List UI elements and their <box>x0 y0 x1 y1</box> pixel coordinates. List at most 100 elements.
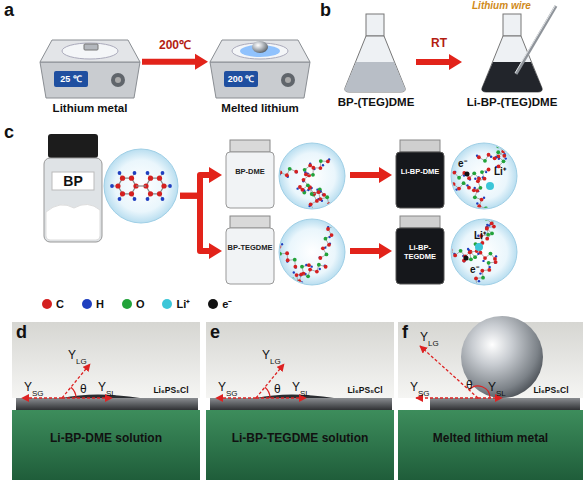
atom <box>308 164 312 168</box>
arrow-head <box>209 167 222 183</box>
atom <box>484 207 488 211</box>
atom <box>315 270 319 274</box>
node-text: 200 ℃ <box>224 71 258 87</box>
atom <box>270 238 274 242</box>
atom <box>467 186 471 190</box>
art-shape <box>400 140 440 152</box>
hydrogen-atom <box>451 183 453 185</box>
tension-subscript: SG <box>32 389 44 398</box>
legend-swatch <box>208 299 218 309</box>
atom <box>487 153 491 157</box>
atom <box>453 253 457 257</box>
panel-letter: c <box>4 122 14 143</box>
atom <box>289 282 293 286</box>
arrow-head <box>379 167 392 183</box>
wetting-photo: Li₆PS₅ClLi-BP-TEGDME solution <box>206 322 394 480</box>
atom <box>311 173 315 177</box>
atom <box>457 176 461 180</box>
hydrogen-atom <box>260 300 262 302</box>
atom <box>490 232 494 236</box>
hydrogen-atom <box>293 271 295 273</box>
tension-symbol: Y <box>420 330 428 344</box>
hydrogen-atom <box>273 317 275 319</box>
atom <box>480 170 484 174</box>
atom <box>278 252 282 256</box>
atom <box>330 233 334 237</box>
atom <box>483 256 487 260</box>
carbon-atom <box>129 176 134 181</box>
hydrogen-atom <box>133 171 137 175</box>
atom <box>326 160 330 164</box>
atom <box>273 287 277 291</box>
bond <box>264 265 325 301</box>
hydrogen-atom <box>505 157 507 159</box>
atom <box>481 276 485 280</box>
tension-symbol: Y <box>24 380 32 394</box>
art-shape <box>396 152 444 208</box>
hydrogen-atom <box>478 280 480 282</box>
atom <box>469 257 473 261</box>
hydrogen-atom <box>289 285 291 287</box>
arrow-head <box>195 54 208 70</box>
flow-arrow <box>142 54 208 70</box>
atom <box>502 159 506 163</box>
node-text: Li-BP-TEGDME <box>394 244 446 261</box>
node-text: Li₆PS₅Cl <box>142 386 200 396</box>
atom <box>319 166 323 170</box>
art-shape <box>279 143 345 209</box>
flow-arrow <box>350 243 392 259</box>
arrow-shaft <box>180 175 211 196</box>
hydrogen-atom <box>118 171 122 175</box>
atom <box>493 156 497 160</box>
solvent-molecules <box>240 188 344 326</box>
wetting-photo: Li₆PS₅ClMelted lithium metal <box>398 322 583 480</box>
art-shape <box>345 62 405 92</box>
hydrogen-atom <box>457 299 459 301</box>
atom <box>479 186 483 190</box>
legend-text: C <box>56 298 64 310</box>
node-text: BP-TEGDME <box>224 244 276 253</box>
atom <box>268 315 272 319</box>
hydrogen-atom <box>452 312 454 314</box>
atom <box>449 308 453 312</box>
hydrogen-atom <box>473 286 475 288</box>
atom <box>273 307 277 311</box>
hydrogen-atom <box>340 205 342 207</box>
atom <box>285 251 289 255</box>
art-shape <box>84 44 98 50</box>
arrow-shaft <box>350 172 381 178</box>
atom <box>247 226 251 230</box>
hydrogen-atom <box>322 164 324 166</box>
atom <box>317 190 321 194</box>
legend-text: O <box>136 298 145 310</box>
atom <box>299 272 303 276</box>
atom <box>487 268 491 272</box>
node-text: BP-DME <box>224 168 276 177</box>
atom <box>489 252 493 256</box>
atom <box>334 198 338 202</box>
art-shape <box>465 172 470 177</box>
hydrogen-atom <box>449 251 451 253</box>
legend-swatch <box>162 299 172 309</box>
hydrogen-atom <box>245 225 247 227</box>
atom <box>297 279 301 283</box>
atom <box>452 182 456 186</box>
carbon-atom <box>120 176 125 181</box>
atom <box>482 167 486 171</box>
atom <box>490 222 494 226</box>
node-text: 25 ℃ <box>54 71 88 87</box>
tension-subscript: SG <box>418 389 430 398</box>
hydrogen-atom <box>490 214 492 216</box>
atom <box>468 284 472 288</box>
atom <box>289 284 293 288</box>
art-shape <box>104 149 178 223</box>
hydrogen-atom <box>337 216 339 218</box>
atom <box>285 173 289 177</box>
hydrogen-atom <box>492 191 494 193</box>
hydrogen-atom <box>489 266 491 268</box>
solvent-molecules <box>422 167 508 319</box>
hydrogen-atom <box>319 268 321 270</box>
art-shape <box>230 216 270 228</box>
